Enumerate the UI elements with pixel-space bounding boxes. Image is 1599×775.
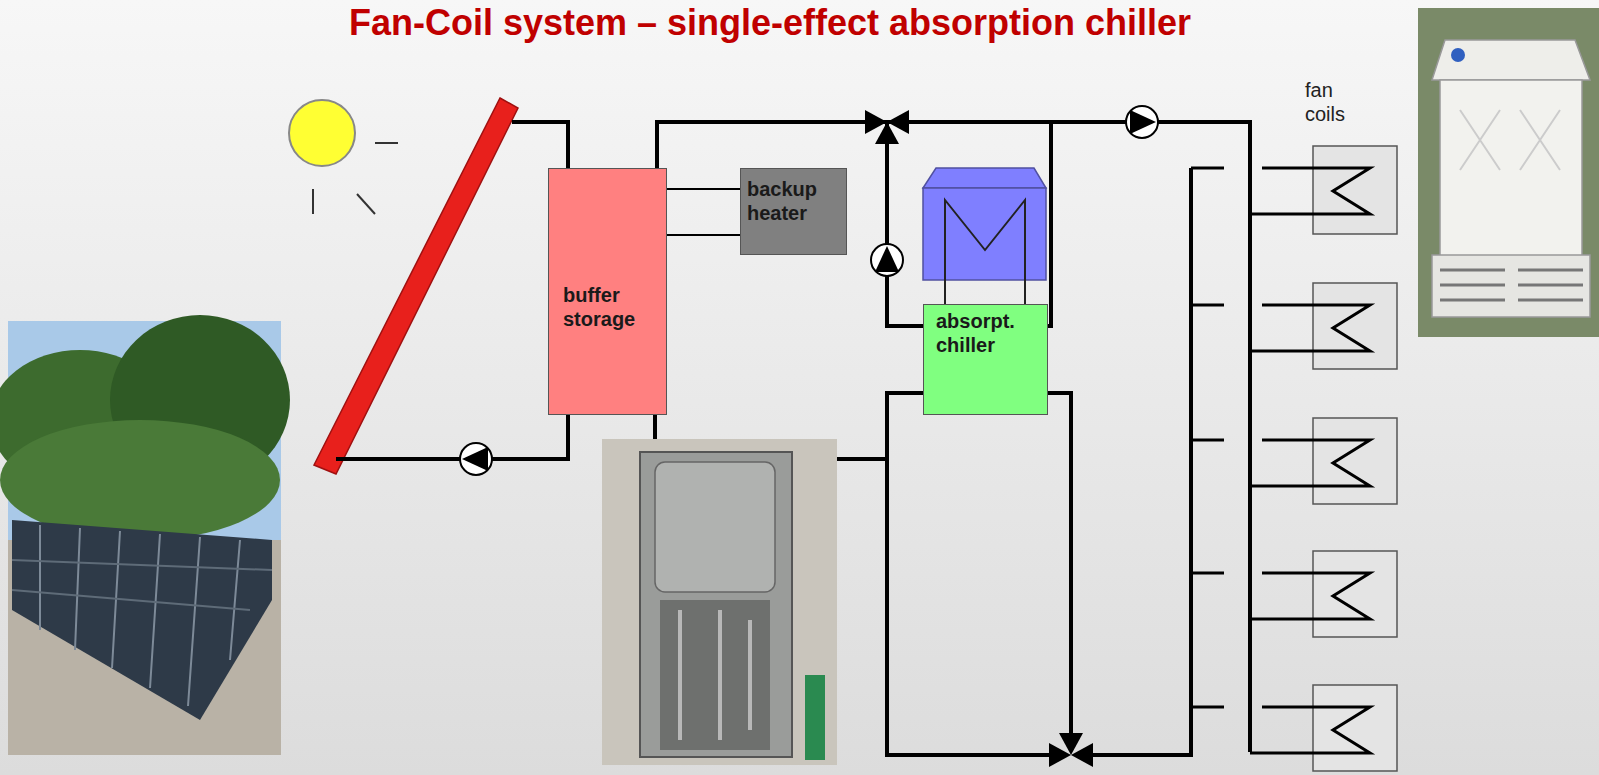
chiller-photo [680, 610, 750, 740]
collector-photo [12, 520, 272, 720]
sun [375, 142, 398, 144]
collector-photo [40, 525, 240, 706]
cooling-tower-symbol [923, 168, 1046, 304]
pipe [1046, 393, 1071, 744]
cooling-tower-photo [1432, 40, 1590, 80]
collector-photo [0, 315, 290, 755]
chiller-photo [602, 439, 837, 765]
solar-collector [314, 98, 518, 474]
collector-photo [0, 420, 280, 540]
chiller-photo [640, 452, 792, 757]
pump-symbol [1126, 106, 1158, 138]
pump-symbol [460, 443, 492, 475]
component-label: fan coils [1305, 78, 1371, 126]
pump-symbol [871, 244, 903, 276]
pipe-connector [657, 122, 923, 326]
fan-coil-pipe [1191, 707, 1370, 753]
sun [289, 100, 355, 166]
pipe [887, 393, 1060, 755]
chiller-photo [805, 675, 825, 760]
cooling-tower-symbol [923, 168, 1046, 188]
pipe-connector [667, 189, 740, 235]
box-text: buffer storage [563, 283, 656, 331]
cooling-tower-photo [1451, 48, 1465, 62]
cooling-tower-photo [1440, 270, 1583, 300]
pump-symbol [460, 106, 1158, 475]
sun [289, 100, 398, 214]
heater-box: backup heater [740, 168, 847, 255]
fan-coil-unit [1313, 283, 1397, 369]
box-text: absorpt. chiller [936, 309, 1041, 357]
fan-coil-pipe [1191, 168, 1370, 214]
fan-coil-unit [1313, 146, 1397, 234]
pipe [512, 122, 568, 168]
pipe [653, 415, 657, 440]
fan-coil-unit [1313, 146, 1397, 771]
cooling-tower-symbol [945, 200, 1025, 304]
cooling-tower-photo [1418, 8, 1599, 337]
cooling-tower-photo [1460, 110, 1560, 170]
sun [312, 189, 314, 214]
solar-collector [314, 98, 518, 474]
pump-symbol [462, 447, 488, 471]
chiller-photo [660, 600, 770, 750]
pipe [1082, 168, 1191, 755]
pipe [836, 457, 887, 461]
valve-symbol [865, 110, 1093, 767]
cooling-tower-photo [1440, 80, 1582, 260]
box-text: backup heater [747, 177, 842, 225]
pipe [887, 122, 1250, 752]
fan-coil-unit [1313, 551, 1397, 637]
fan-coil-unit [1313, 685, 1397, 771]
valve-symbol [875, 122, 899, 144]
chiller-box: absorpt. chiller [923, 304, 1048, 415]
valve-symbol [1059, 733, 1083, 755]
pump-symbol [1130, 110, 1156, 134]
chiller-photo [655, 462, 775, 592]
pump-symbol [875, 246, 899, 272]
fan-coil-pipe [1191, 573, 1370, 619]
fan-coil-pipe [1191, 305, 1370, 351]
collector-photo [12, 560, 272, 610]
sun [357, 194, 375, 214]
cooling-tower-symbol [923, 188, 1046, 280]
cooling-tower-photo [1418, 8, 1599, 337]
fan-coil-pipe [1191, 440, 1370, 486]
pipe [336, 415, 568, 459]
cooling-tower-photo [1432, 255, 1590, 317]
fan-coil-unit [1313, 418, 1397, 504]
fan-coil-pipe [1191, 168, 1370, 753]
diagram-title: Fan-Coil system – single-effect absorpti… [130, 2, 1410, 44]
chiller-photo [602, 439, 837, 765]
storage-tank: buffer storage [548, 168, 667, 415]
